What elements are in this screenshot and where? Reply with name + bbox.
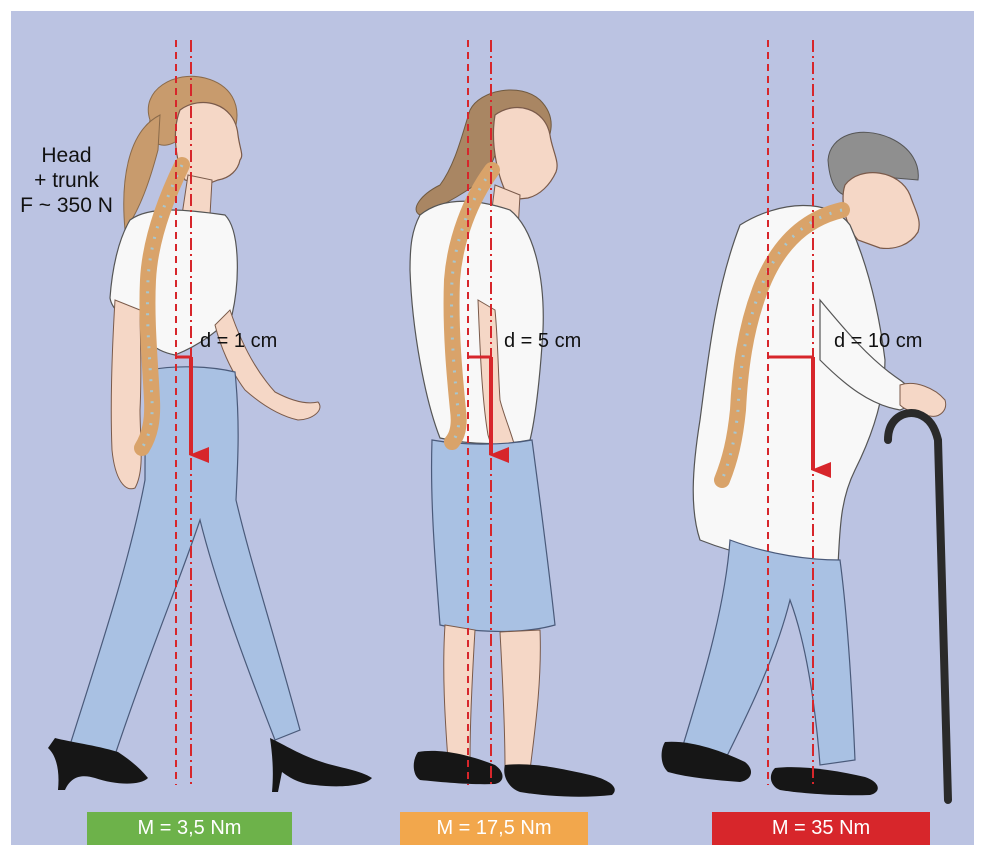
distance-label-young: d = 1 cm — [200, 330, 277, 353]
moment-badge-young: M = 3,5 Nm — [87, 812, 292, 845]
moment-badge-middle: M = 17,5 Nm — [400, 812, 588, 845]
middle-leg-back — [444, 625, 475, 760]
head-label-line1: Head — [14, 143, 119, 168]
head-trunk-force-label: Head + trunk F ~ 350 N — [14, 143, 119, 218]
moment-badge-elderly: M = 35 Nm — [712, 812, 930, 845]
head-label-line2: + trunk — [14, 168, 119, 193]
distance-label-elderly: d = 10 cm — [834, 330, 922, 353]
young-arm-back — [111, 300, 141, 489]
distance-label-middle: d = 5 cm — [504, 330, 581, 353]
head-label-line3: F ~ 350 N — [14, 193, 119, 218]
middle-shirt — [410, 201, 543, 443]
